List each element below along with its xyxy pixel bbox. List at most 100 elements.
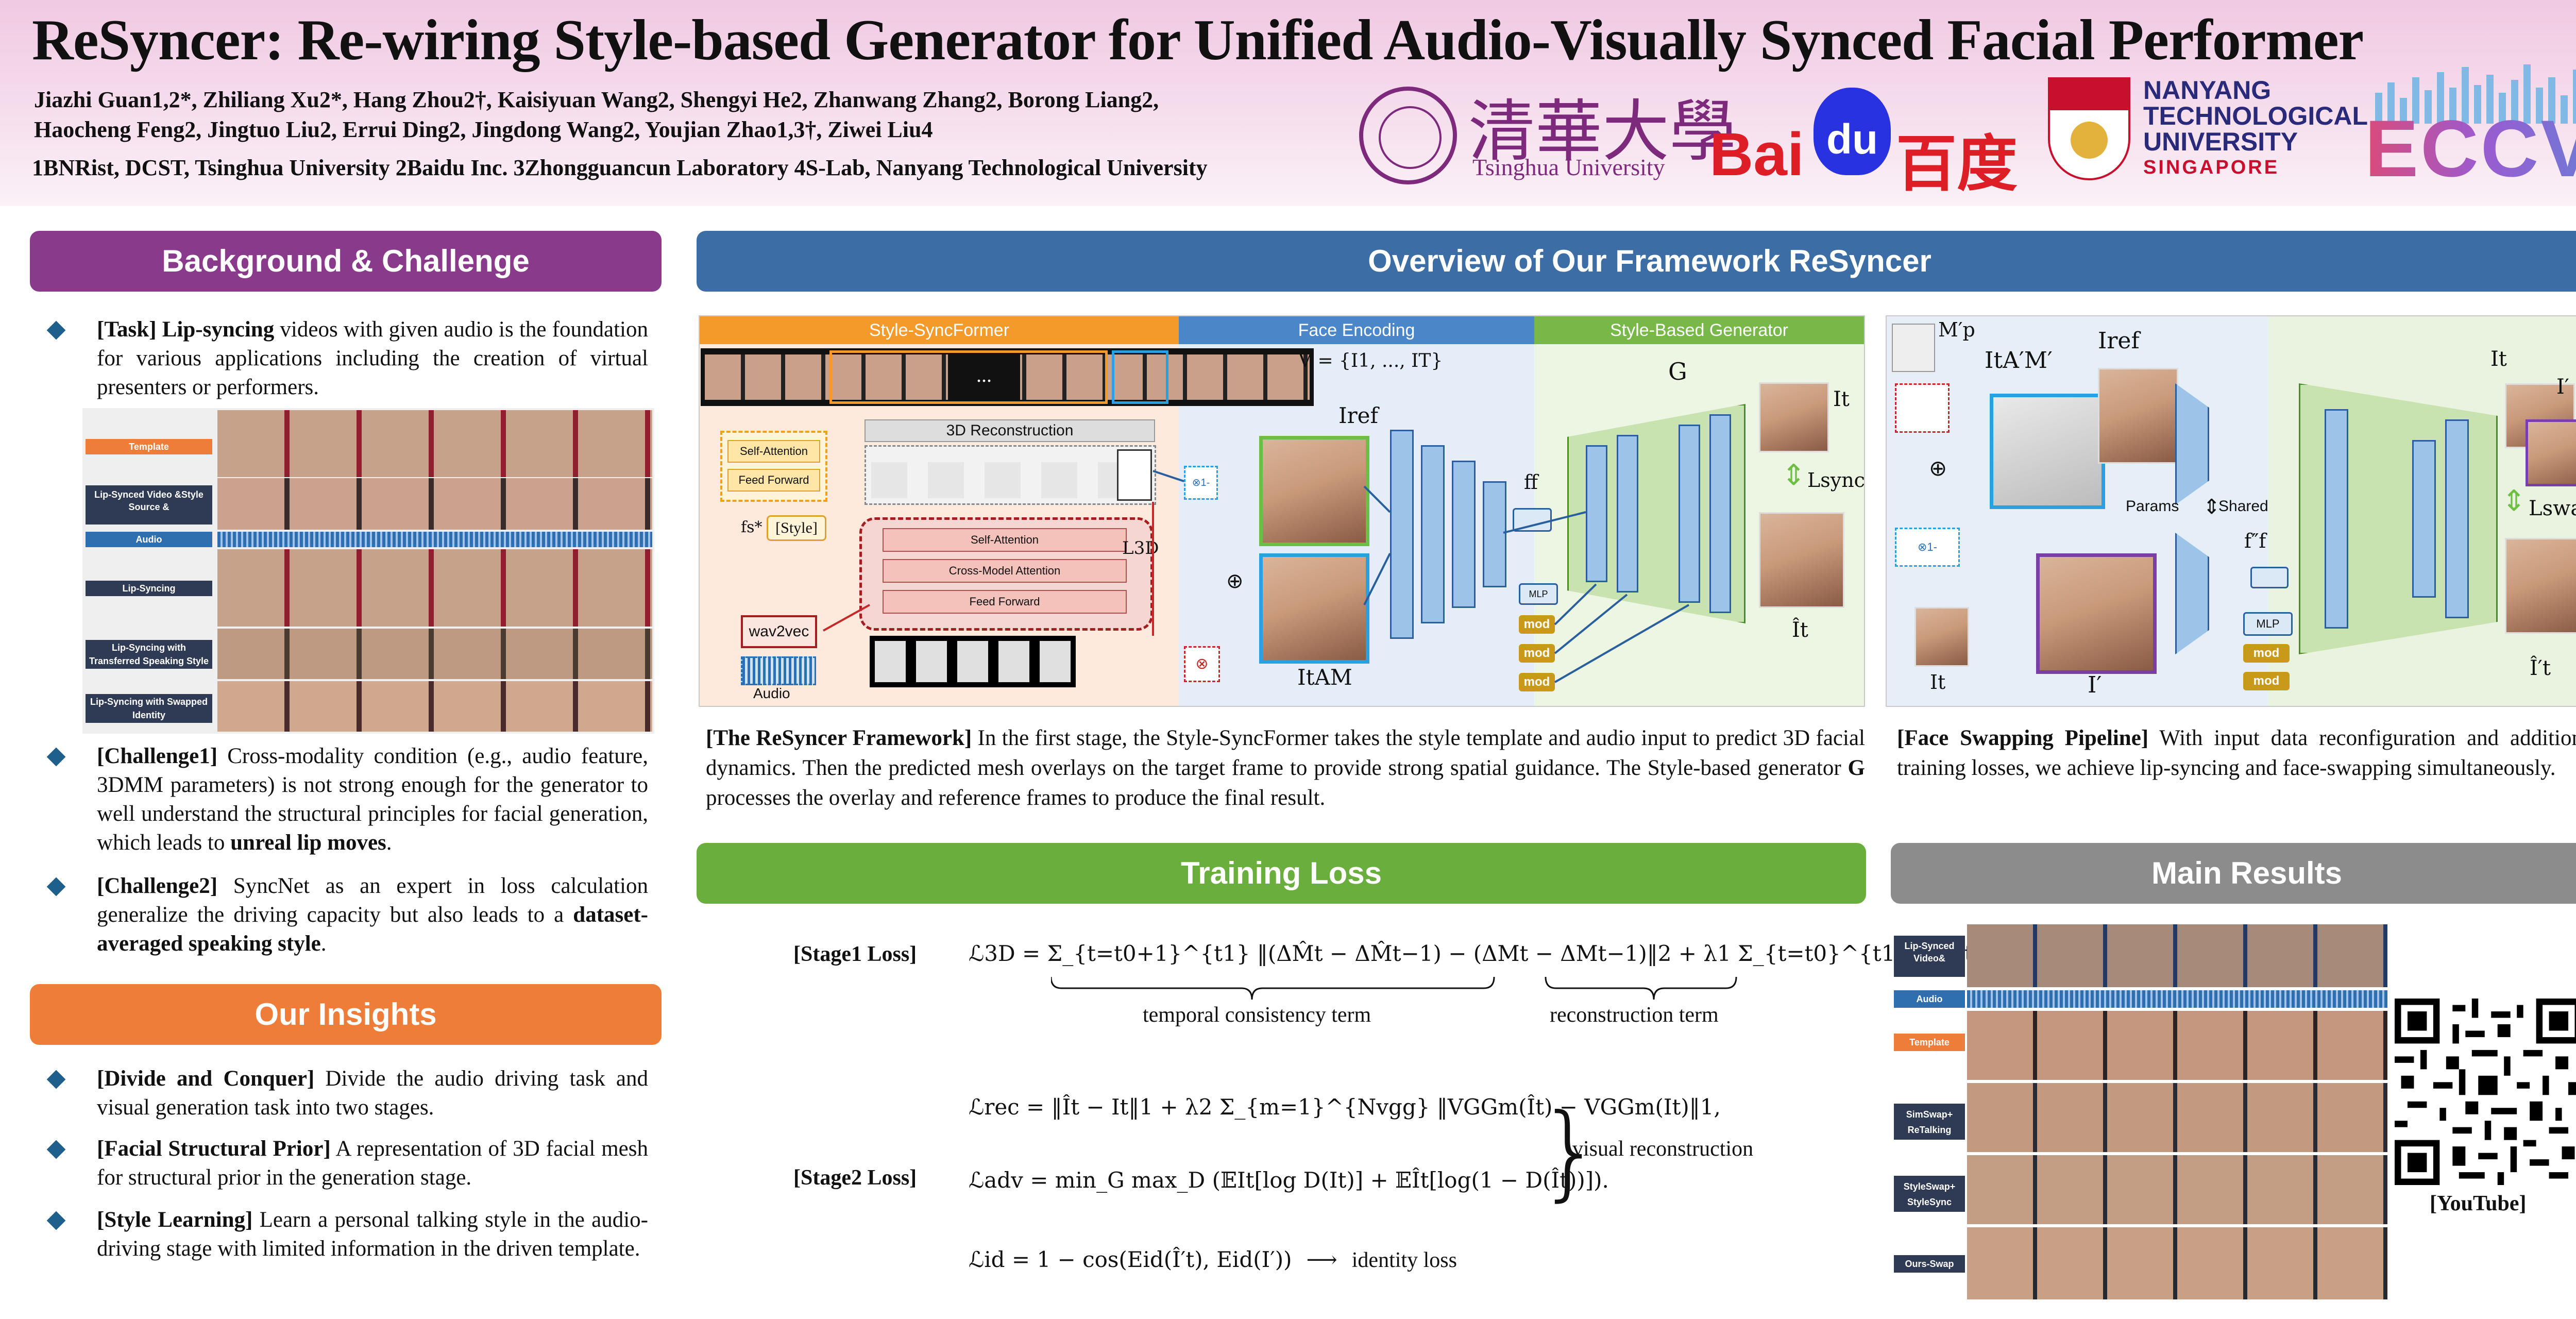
id-loss-row: ℒid = 1 − cos(Eid(Î′t), Eid(I′)) ⟶ ident… — [969, 1247, 1457, 1273]
baidu-logo-text-a: Bai — [1709, 121, 1804, 189]
swap-ref-face — [2098, 368, 2178, 464]
swap-gen-block-1 — [2325, 409, 2348, 629]
task-tag: [Task] — [97, 317, 157, 342]
mask-face-icon — [1892, 324, 1935, 372]
ntu-line-2: TECHNOLOGICAL — [2143, 102, 2368, 130]
teaser-swap-row — [217, 681, 652, 732]
task-bullet: [Task] Lip-syncing videos with given aud… — [30, 315, 648, 402]
tsinghua-logo-en: Tsinghua University — [1472, 154, 1665, 180]
result-label-styleswap: StyleSwap+ StyleSync — [1894, 1176, 1965, 1212]
bullet-diamond-icon — [46, 877, 66, 897]
tsinghua-logo-cn: 清華大學 — [1468, 92, 1737, 171]
id-arrow-icon: ⟶ — [1306, 1247, 1337, 1272]
swap-oplus-icon: ⊕ — [1929, 457, 1947, 481]
stage-header-face-encoding: Face Encoding — [1179, 316, 1534, 344]
stage1-label: [Stage1 Loss] — [793, 942, 917, 966]
result-row-simswap — [1967, 1083, 2387, 1152]
swap-output-face — [2505, 538, 2576, 634]
temporal-term-label: temporal consistency term — [1143, 1003, 1371, 1027]
params-label: Params — [2126, 498, 2179, 515]
insight-3-body: Learn a personal talking style in the au… — [97, 1208, 648, 1261]
swap-caption-body: With input data reconfiguration and addi… — [1897, 726, 2576, 780]
teaser-transfer-row — [217, 629, 652, 679]
result-label-simswap: SimSwap+ ReTalking — [1894, 1104, 1965, 1140]
adv-equation: ℒadv = min_G max_D (𝔼It[log D(It)] + 𝔼Ît… — [969, 1168, 1609, 1193]
teaser-label-transferred-style: Lip-Syncing with Transferred Speaking St… — [86, 640, 212, 669]
baidu-logo: Bai — [1709, 120, 1804, 190]
challenge2-bullet: [Challenge2] SyncNet as an expert in los… — [30, 872, 648, 958]
frame-set-label: V = {I1, ..., IT} — [1298, 350, 1443, 371]
mod-box-1: mod — [1519, 615, 1555, 634]
swap-target-face — [1914, 607, 1969, 667]
encoder-block-2 — [1421, 445, 1445, 623]
swap-one-minus-box: ⊗1- — [1895, 528, 1960, 567]
style-token: [Style] — [767, 515, 826, 541]
swap-iprime-top-label: I′ — [2556, 375, 2569, 399]
stage2-label: [Stage2 Loss] — [793, 1166, 917, 1190]
baidu-paw-icon: du — [1814, 88, 1891, 175]
identity-loss-label: identity loss — [1351, 1248, 1457, 1272]
challenge1-bold: unreal lip moves — [230, 831, 386, 855]
swap-overlay-face — [1990, 394, 2105, 509]
stage-header-style-generator: Style-Based Generator — [1534, 316, 1864, 344]
syncformer-decoder: Self-Attention Cross-Model Attention Fee… — [859, 517, 1153, 631]
result-label-lip-synced: Lip-Synced Video& — [1894, 936, 1965, 977]
youtube-link-label[interactable]: [YouTube] — [2430, 1192, 2527, 1215]
challenge1-body: Cross-modality condition (e.g., audio fe… — [97, 744, 648, 855]
result-label-audio: Audio — [1894, 990, 1965, 1008]
swap-it-label: It — [2490, 347, 2507, 371]
ntu-line-1: NANYANG — [2143, 76, 2272, 105]
training-loss-header: Training Loss — [697, 843, 1866, 904]
encoder-block-3 — [1452, 461, 1476, 608]
ntu-logo-text: NANYANG TECHNOLOGICAL UNIVERSITY SINGAPO… — [2143, 77, 2368, 180]
itam-label: ItAM — [1297, 665, 1352, 690]
result-label-template: Template — [1894, 1034, 1965, 1051]
swap-encoder-bottom — [2175, 533, 2209, 654]
gen-block-4 — [1709, 414, 1731, 613]
audio-wave-icon — [741, 656, 816, 685]
insight-2-tag: [Facial Structural Prior] — [97, 1137, 331, 1161]
swap-mask-box — [1895, 383, 1950, 433]
sync-arrow-icon: ⇕ — [1782, 460, 1806, 492]
wav2vec-box: wav2vec — [741, 615, 817, 648]
ntu-crest-icon — [2048, 77, 2130, 180]
bullet-diamond-icon — [46, 747, 66, 767]
visual-recon-label: visual reconstruction — [1572, 1137, 1754, 1161]
insight-item-2: [Facial Structural Prior] A representati… — [30, 1135, 648, 1192]
framework-caption: [The ReSyncer Framework] In the first st… — [706, 723, 1865, 813]
teaser-label-lip-syncing: Lip-Syncing — [86, 581, 212, 596]
result-row-ours — [1967, 1227, 2387, 1299]
input-frame-strip: ... — [701, 348, 1314, 406]
challenge1-bullet: [Challenge1] Cross-modality condition (e… — [30, 742, 648, 857]
authors-line-2: Haocheng Feng2, Jingtuo Liu2, Errui Ding… — [34, 117, 933, 142]
swap-iref-label: Iref — [2098, 328, 2140, 354]
teaser-lipsync-row — [217, 549, 652, 627]
tsinghua-seal-icon — [1359, 87, 1457, 184]
mask-multiply-icon: ⊗1- — [1184, 466, 1218, 500]
challenge2-bold: dataset-averaged speaking style — [97, 903, 648, 956]
it-label: It — [1833, 387, 1850, 411]
swap-caption-tag: [Face Swapping Pipeline] — [1897, 726, 2149, 750]
mod-box-2: mod — [1519, 644, 1555, 663]
swap-loss-arrow-icon: ⇕ — [2502, 485, 2526, 517]
insight-2-body: A representation of 3D facial mesh for s… — [97, 1137, 648, 1190]
gen-block-2 — [1617, 435, 1638, 593]
overlay-face — [1259, 553, 1369, 664]
iref-label: Iref — [1338, 403, 1379, 428]
ntu-line-4: SINGAPORE — [2143, 157, 2280, 178]
encoder-block-4 — [1483, 481, 1506, 587]
recon-box: 3D Reconstruction — [865, 419, 1155, 442]
task-text: [Task] Lip-syncing videos with given aud… — [97, 315, 648, 402]
it-hat-label: Ît — [1792, 618, 1808, 642]
visual-brace-icon: } — [1537, 1092, 1603, 1212]
iprime-label: I′ — [2088, 672, 2102, 698]
shared-label: Shared — [2218, 498, 2268, 515]
challenge1-text: [Challenge1] Cross-modality condition (e… — [97, 742, 648, 857]
swap-mlp-box: MLP — [2243, 612, 2293, 636]
poster-header: ReSyncer: Re-wiring Style-based Generato… — [0, 0, 2576, 206]
swap-encoder-top — [2175, 383, 2209, 505]
youtube-qr-code[interactable] — [2395, 999, 2576, 1185]
task-body: videos with given audio is the foundatio… — [97, 317, 648, 399]
ff2-label: f″f — [2244, 530, 2266, 552]
oplus-icon: ⊕ — [1226, 569, 1244, 593]
